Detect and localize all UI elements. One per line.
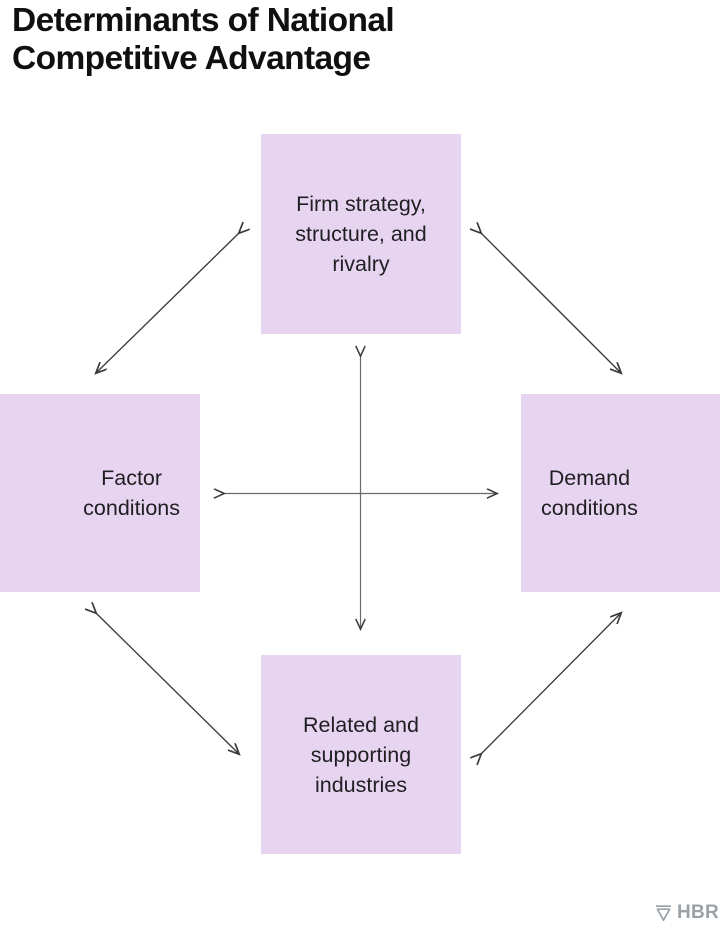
connector-factor-related xyxy=(96,613,239,754)
node-firm-strategy[interactable]: Firm strategy, structure, and rivalry xyxy=(261,134,461,334)
connector-firm-demand xyxy=(481,233,621,373)
node-demand-conditions-label: Demand conditions xyxy=(541,466,638,520)
node-related-industries-label: Related and supporting industries xyxy=(303,712,419,797)
connector-related-demand xyxy=(481,613,621,754)
node-firm-strategy-label: Firm strategy, structure, and rivalry xyxy=(295,192,427,276)
node-factor-conditions-label: Factor conditions xyxy=(83,466,180,520)
node-factor-conditions[interactable]: Factor conditions xyxy=(0,394,200,592)
node-related-industries[interactable]: Related and supporting industries xyxy=(261,655,461,854)
page-title: Determinants of National Competitive Adv… xyxy=(12,2,395,77)
node-demand-conditions[interactable]: Demand conditions xyxy=(521,394,720,592)
hbr-logo: HBR xyxy=(655,903,719,922)
connector-factor-firm xyxy=(96,233,239,373)
hbr-logo-text: HBR xyxy=(677,902,720,923)
hbr-triangle-icon xyxy=(656,905,671,922)
